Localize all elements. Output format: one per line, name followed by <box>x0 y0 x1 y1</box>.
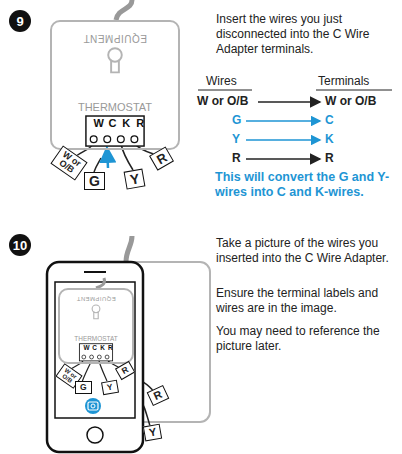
mapping-label: Y <box>232 132 240 147</box>
terminal-letter: R <box>107 344 114 351</box>
wire-label: G <box>80 383 87 392</box>
step-number: 10 <box>9 234 31 256</box>
camera-button <box>85 398 101 414</box>
home-button <box>87 427 103 443</box>
terminal-letter: C <box>106 117 119 129</box>
wire-tag: Y <box>124 168 146 189</box>
wire-tag: Y <box>101 380 119 395</box>
wire-label: R <box>152 389 164 402</box>
cable <box>126 236 132 262</box>
terminal-letter: C <box>91 344 98 351</box>
cable <box>116 0 132 20</box>
instruction-text: Insert the wires you just disconnected i… <box>216 12 398 57</box>
mapping-label: K <box>325 132 334 147</box>
mapping-arrows <box>246 102 320 159</box>
header-rule <box>316 90 392 91</box>
insert-arrow <box>107 148 108 168</box>
wire-label: Y <box>148 426 157 438</box>
terminal-letter: K <box>99 344 106 351</box>
mapping-label: R <box>325 151 334 166</box>
wire-tag: Y <box>143 424 163 442</box>
camera-icon <box>88 402 98 410</box>
terminal-letter: R <box>134 117 147 129</box>
mapping-label: W or O/B <box>325 94 376 109</box>
c-wire-adapter: EQUIPMENT THERMOSTAT WCKR <box>50 20 180 150</box>
step-number: 9 <box>9 10 31 32</box>
mapping-label: W or O/B <box>197 94 248 109</box>
wire-tag: G <box>84 172 105 190</box>
wire-label: W or O/B <box>54 149 84 178</box>
mapping-label: Terminals <box>318 74 369 89</box>
adapter-label: EQUIPMENT <box>60 296 132 302</box>
wire-tag: G <box>75 381 92 394</box>
instruction-text: Ensure the terminal labels and wires are… <box>216 286 398 316</box>
phone-speaker <box>84 271 106 273</box>
wire-label: Y <box>106 383 113 392</box>
c-wire-adapter: EQUIPMENT THERMOSTAT WCKR <box>58 288 134 364</box>
phone <box>47 262 143 452</box>
wire-label: Y <box>129 171 141 186</box>
terminal-letter: W <box>92 117 105 129</box>
wire-label: G <box>89 174 100 188</box>
callout-number: 9 <box>16 14 23 29</box>
phone-screen <box>55 282 135 418</box>
mapping-label: G <box>232 113 241 128</box>
cable <box>96 278 105 288</box>
terminal-letter: W <box>83 344 90 351</box>
mapping-label: C <box>325 113 334 128</box>
callout-number: 10 <box>13 238 27 253</box>
adapter-label: THERMOSTAT <box>60 335 132 342</box>
header-rule <box>198 90 252 91</box>
adapter-label: THERMOSTAT <box>52 101 178 113</box>
mapping-label: Wires <box>206 74 237 89</box>
instruction-text: You may need to reference the picture la… <box>216 324 398 354</box>
wire-tag: W or O/B <box>50 145 87 180</box>
instruction-text: Take a picture of the wires you inserted… <box>216 236 398 266</box>
wire-label: R <box>120 365 130 375</box>
wire-label: R <box>154 151 169 167</box>
camera-lens <box>91 404 95 408</box>
mapping-label: R <box>232 151 241 166</box>
adapter-label: EQUIPMENT <box>52 33 178 44</box>
terminal-letter: K <box>120 117 133 129</box>
instruction-text: This will convert the G and Y-wires into… <box>215 170 399 200</box>
